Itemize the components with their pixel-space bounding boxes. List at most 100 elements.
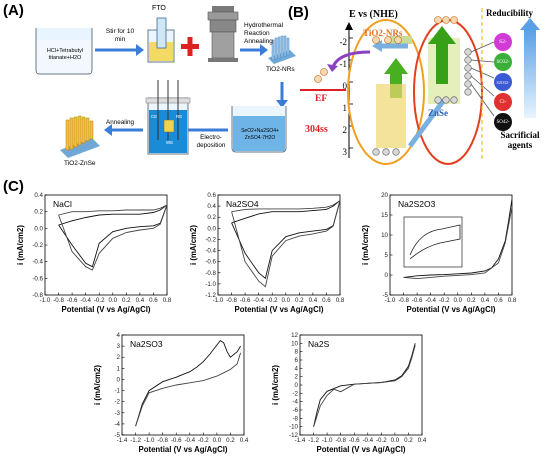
y-tick-label: -2: [292, 390, 298, 397]
y-tick-label: -3: [114, 410, 120, 417]
y-tick-label: 15: [381, 212, 388, 219]
tio2-nrs-label: TiO2-NRs: [363, 28, 403, 38]
y-tick-label: -0.2: [32, 242, 43, 249]
znse-label: ZnSe: [428, 108, 449, 118]
hydrothermal-label: Hydrothermal Reaction Annealing: [244, 22, 304, 46]
y-tick-label: -0.2: [205, 236, 216, 243]
energy-axis-ticks: -2 -1 0 1 2 3: [333, 31, 348, 163]
x-axis-title: Potential (V vs Ag/AgCl): [235, 305, 324, 314]
y-axis-title: i (mA/cm2): [16, 225, 25, 265]
plot-frame: [389, 194, 513, 296]
x-tick-label: 0.0: [281, 297, 290, 304]
re-label: RE: [176, 114, 183, 119]
x-tick-label: -0.6: [349, 437, 360, 444]
y-axis-title: i (mA/cm2): [189, 225, 198, 265]
y-tick-label: 2: [117, 354, 121, 361]
panel-label-b: (B): [288, 4, 309, 21]
y-tick-label: 1: [117, 365, 121, 372]
precursor-label: HCl+Tetrabutyl titanate+H2O: [46, 48, 84, 61]
cv-series-line: [231, 200, 340, 288]
x-tick-label: -0.2: [198, 437, 209, 444]
x-tick-label: -1.0: [385, 297, 396, 304]
x-tick-label: -0.8: [226, 297, 237, 304]
y-tick-label: 0.4: [207, 203, 216, 210]
y-tick-label: -0.6: [32, 275, 43, 282]
species-label: SO32-: [496, 59, 510, 65]
cv-series-line: [135, 352, 242, 427]
x-tick-label: -0.4: [184, 437, 195, 444]
x-tick-label: -0.2: [94, 297, 105, 304]
plot-label: Na2SO3: [130, 339, 163, 349]
x-tick-label: 0.4: [309, 297, 318, 304]
x-tick-label: -0.6: [171, 437, 182, 444]
tick-label: 3: [342, 147, 348, 157]
reducibility-label: Reducibility: [486, 8, 534, 18]
y-tick-label: 0.0: [207, 225, 216, 232]
solution-label: SeO2+Na2SO4+ ZnSO4·7H2O: [241, 128, 279, 141]
y-tick-label: 0: [117, 376, 121, 383]
x-tick-label: -0.2: [376, 437, 387, 444]
x-tick-label: 0.6: [322, 297, 331, 304]
anneal2-label: Annealing: [106, 119, 135, 126]
x-tick-label: 0.2: [226, 437, 235, 444]
y-tick-label: 2: [295, 374, 299, 381]
x-tick-label: -0.2: [267, 297, 278, 304]
x-tick-label: -1.2: [130, 437, 141, 444]
cv-series-line: [135, 339, 241, 427]
tick-label: 1: [342, 103, 348, 113]
nrs-label: TiO2-NRs: [266, 66, 295, 73]
inset-curve: [409, 224, 461, 260]
plot-frame: [217, 194, 341, 296]
x-tick-label: 0.0: [391, 437, 400, 444]
y-tick-label: 0.6: [207, 192, 216, 199]
plot-label: NaCl: [53, 199, 72, 209]
y-tick-label: -8: [292, 415, 298, 422]
inset-box: [403, 216, 463, 268]
x-tick-label: 0.2: [122, 297, 131, 304]
y-tick-label: 4: [295, 365, 299, 372]
species-s2: S2-: [494, 33, 512, 51]
x-tick-label: 0.4: [136, 297, 145, 304]
y-tick-label: -1.2: [205, 292, 216, 299]
x-tick-label: 0.0: [108, 297, 117, 304]
x-tick-label: 0.2: [467, 297, 476, 304]
y-tick-label: -0.4: [205, 248, 216, 255]
x-tick-label: -1.4: [295, 437, 306, 444]
x-tick-label: -0.4: [425, 297, 436, 304]
plot-label: Na2S: [308, 339, 330, 349]
y-tick-label: -4: [292, 399, 298, 406]
electrodeposition-label: Electro- deposition: [196, 134, 226, 149]
x-tick-label: 0.2: [404, 437, 413, 444]
y-tick-label: -10: [289, 424, 299, 431]
y-tick-label: -5: [114, 432, 120, 439]
x-tick-label: -0.4: [80, 297, 91, 304]
ef-label: EF: [315, 94, 328, 104]
y-tick-label: 12: [291, 332, 298, 339]
x-tick-label: -0.8: [335, 437, 346, 444]
y-tick-label: 3: [117, 343, 121, 350]
x-tick-label: -0.8: [53, 297, 64, 304]
species-label: S2-: [499, 39, 507, 45]
anneal1-text: Annealing: [244, 38, 273, 45]
x-tick-label: 0.4: [240, 437, 249, 444]
cv-series-line: [231, 200, 340, 280]
x-axis-title: Potential (V vs Ag/AgCl): [139, 445, 228, 454]
x-tick-label: -0.6: [67, 297, 78, 304]
x-tick-label: -0.6: [240, 297, 251, 304]
ce-label: CE: [151, 114, 158, 119]
x-tick-label: 0.0: [453, 297, 462, 304]
x-tick-label: -0.8: [157, 437, 168, 444]
y-tick-label: -6: [292, 407, 298, 414]
y-tick-label: -4: [114, 421, 120, 428]
x-tick-label: -0.2: [439, 297, 450, 304]
hydrothermal-text: Hydrothermal Reaction: [244, 22, 284, 37]
fto-label: FTO: [152, 5, 166, 12]
y-tick-label: 8: [295, 349, 299, 356]
cv-series-line: [403, 206, 512, 280]
x-axis-title: Potential (V vs Ag/AgCl): [407, 305, 496, 314]
y-tick-label: 0: [295, 382, 299, 389]
species-so4: SO42-: [494, 113, 512, 131]
